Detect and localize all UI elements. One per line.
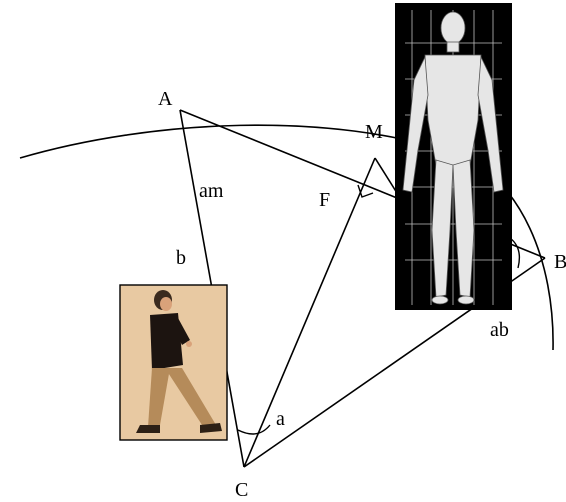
segment-label-b: b — [176, 247, 186, 269]
point-label-M: M — [365, 121, 383, 143]
human-proportions-figure — [395, 3, 512, 310]
angle-label-a: a — [276, 408, 285, 430]
point-label-F: F — [319, 189, 330, 211]
segment-label-am: am — [199, 180, 224, 202]
point-label-A: A — [158, 88, 173, 110]
segment-label-ab: ab — [490, 319, 509, 341]
point-label-B: B — [554, 251, 566, 273]
walking-man-photo — [120, 285, 227, 440]
segment-M-F — [375, 158, 397, 193]
point-label-C: C — [235, 479, 248, 501]
angle-arc-C — [238, 425, 270, 434]
